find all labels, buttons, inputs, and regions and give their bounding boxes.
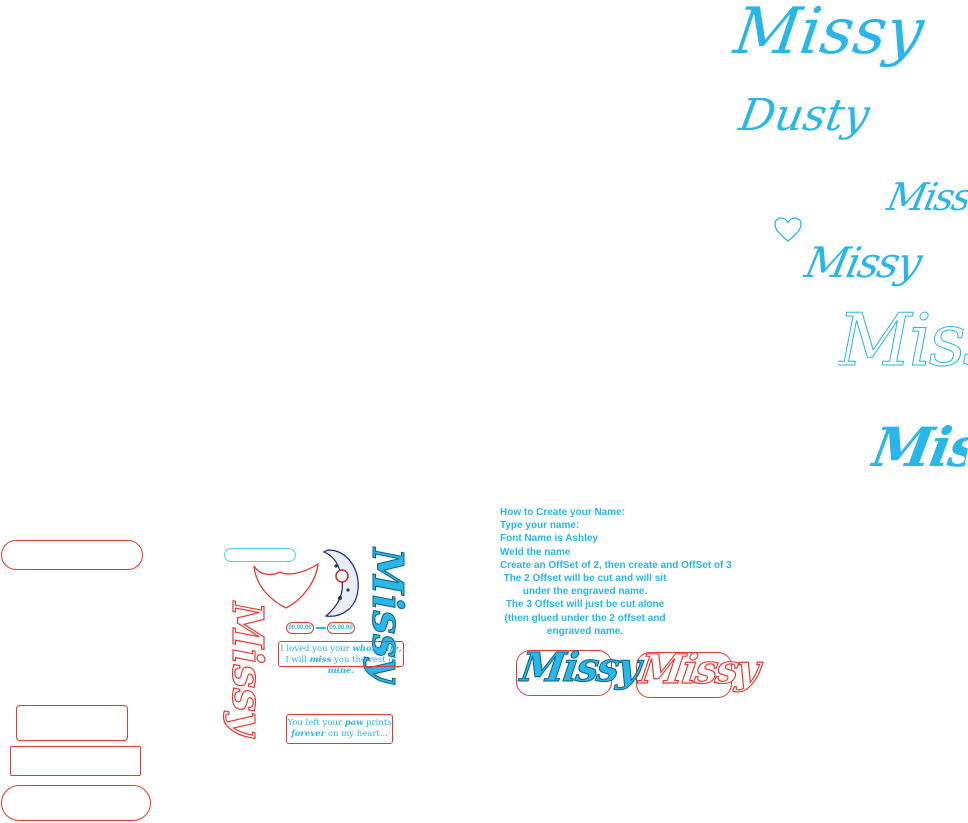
cut-pill-top [1,540,143,570]
instructions-block: How to Create your Name: Type your name:… [500,506,740,638]
cyan-bone-outline [224,548,296,562]
name-missy-outline: Missy [838,304,968,376]
quote-line: I loved you your whole life, [280,644,402,654]
name-dusty: Dusty [735,90,874,141]
quote-line: I will miss you the rest of mine. [285,655,397,676]
sample-name-red-offset [636,652,732,698]
name-missy-large: Missy [729,0,929,69]
quote-line: forever on my heart... [291,729,388,739]
instruction-line: engraved name. [546,625,624,637]
date-badge-right: 00.00.00 [327,622,355,634]
pet-moon-image [322,549,359,617]
quote-box-1: I loved you your whole life, I will miss… [278,641,404,676]
vertical-name-red: Missy [222,601,272,737]
name-missy-thin-2: Missy [800,238,925,287]
instruction-line: Type your name: [500,520,580,532]
instruction-line: The 2 Offset will be cut and will sit [503,573,667,585]
name-missy-bold: Missy [868,420,968,474]
name-missy-thin-1: Missy [883,178,968,216]
instruction-line: (then glued under the 2 offset and [504,612,666,624]
heart-outline-icon [774,217,802,242]
instruction-line: The 3 Offset will just be cut alone [505,599,665,611]
quote-box-2: You left your paw prints forever on my h… [286,714,393,744]
instruction-line: Font Name is Ashley [500,533,598,545]
sample-name-blue: Missy [517,644,643,692]
instruction-line: Weld the name [500,546,571,558]
sample-name-blue-offset [516,650,612,696]
cut-pill-bottom [1,785,151,821]
red-heart-shape [253,562,319,609]
date-badge-left: 00.00.00 [286,622,314,634]
quote-line: You left your paw prints [287,718,392,728]
instruction-line: Create an OffSet of 2, then create and O… [500,559,732,571]
instruction-line: under the engraved name. [522,586,648,598]
date-dash [316,627,326,629]
cut-rect-1 [16,705,128,741]
cut-rect-2 [10,746,141,776]
instructions-title: How to Create your Name: [500,507,626,518]
sample-name-red: Missy [636,645,762,693]
